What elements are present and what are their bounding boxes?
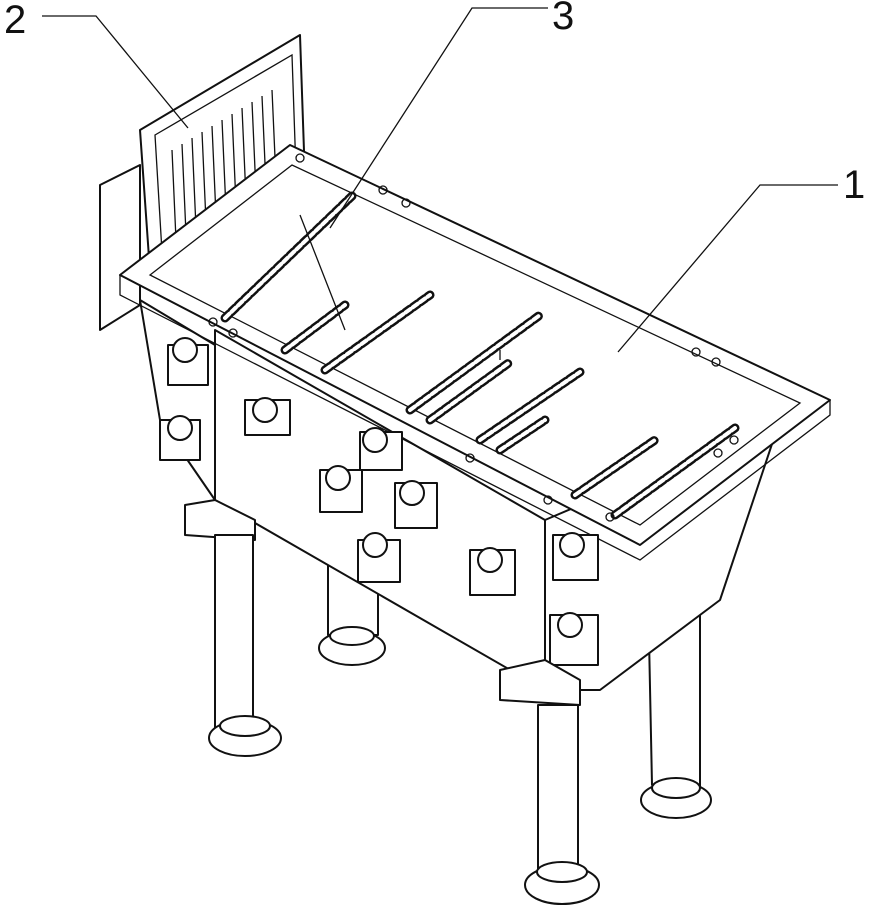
leader-line-1 [617, 184, 838, 353]
leader-lines [42, 7, 838, 353]
leg-front-right [499, 659, 600, 905]
leader-line-3 [329, 7, 548, 229]
leg-front-left [184, 499, 282, 757]
part-label-1: 1 [843, 163, 866, 207]
screen-slots [171, 89, 277, 241]
bearing-blocks [159, 337, 599, 666]
part-label-3: 3 [552, 0, 575, 38]
bolts [208, 153, 739, 522]
rollers [220, 191, 740, 520]
leader-line-2 [42, 15, 189, 129]
part-label-2: 2 [4, 0, 27, 42]
